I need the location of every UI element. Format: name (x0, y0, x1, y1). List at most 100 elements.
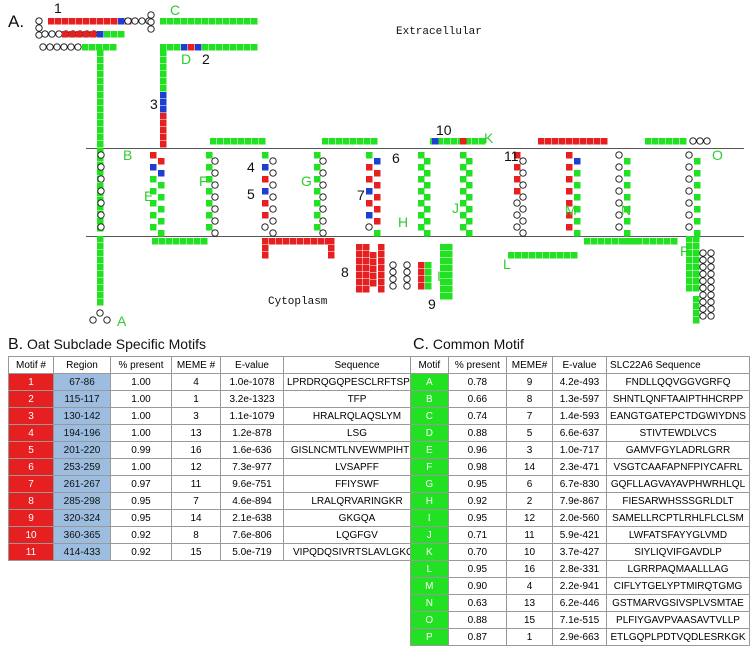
residue-square (574, 194, 581, 201)
table-cell: 2 (506, 492, 553, 510)
table-cell: 0.63 (447, 594, 508, 612)
table-cell: 2.3e-471 (551, 458, 608, 476)
common-letter-p: P (680, 243, 690, 259)
residue-square (694, 182, 701, 189)
residue-square (552, 138, 559, 145)
residue-square (425, 269, 432, 276)
table-cell: GISLNCMTLNVEWMPIHTRA (282, 441, 432, 459)
residue-square (276, 238, 283, 245)
residue-square (680, 138, 687, 145)
residue-circle (615, 187, 623, 195)
table-cell: 6 (506, 475, 553, 493)
table-cell: 16 (171, 441, 221, 459)
residue-square (97, 278, 104, 285)
residue-square (693, 317, 700, 324)
residue-square (370, 266, 377, 273)
table-cell: 0.96 (447, 441, 508, 459)
table-cell: 6.7e-830 (551, 475, 608, 493)
residue-circle (124, 17, 132, 25)
residue-square (166, 238, 173, 245)
residue-square (580, 138, 587, 145)
residue-circle (615, 163, 623, 171)
residue-circle (261, 223, 269, 231)
residue-square (150, 176, 157, 183)
table-cell: 8 (8, 492, 54, 510)
residue-square (210, 138, 217, 145)
residue-square (206, 212, 213, 219)
table-cell: 1 (506, 628, 553, 646)
table-cell: 285-298 (53, 492, 111, 510)
table-cell: 13 (506, 594, 553, 612)
common-letter-l: L (503, 256, 511, 272)
residue-square (328, 238, 335, 245)
residue-circle (699, 249, 707, 257)
residue-square (451, 138, 458, 145)
residue-square (693, 264, 700, 271)
table-cell: 0.92 (110, 526, 172, 544)
table-cell: C (410, 407, 449, 425)
residue-square (262, 188, 269, 195)
table-cell: 115-117 (53, 390, 111, 408)
table-cell: 0.95 (447, 560, 508, 578)
residue-square (314, 212, 321, 219)
residue-square (366, 188, 373, 195)
residue-square (446, 258, 453, 265)
residue-square (181, 44, 188, 51)
residue-square (418, 269, 425, 276)
residue-circle (519, 157, 527, 165)
table-cell: 9.6e-751 (220, 475, 284, 493)
residue-square (328, 252, 335, 259)
residue-square (424, 206, 431, 213)
residue-square (446, 272, 453, 279)
residue-square (150, 224, 157, 231)
residue-square (418, 212, 425, 219)
panel-b-heading: B. Oat Subclade Specific Motifs (8, 336, 206, 354)
residue-circle (699, 270, 707, 278)
residue-square (329, 138, 336, 145)
residue-square (366, 212, 373, 219)
residue-square (252, 138, 259, 145)
table-cell: 15 (506, 611, 553, 629)
residue-square (223, 18, 230, 25)
residue-square (150, 212, 157, 219)
residue-square (363, 272, 370, 279)
residue-square (262, 176, 269, 183)
residue-square (374, 194, 381, 201)
residue-square (466, 218, 473, 225)
table-cell: D (410, 424, 449, 442)
residue-square (181, 18, 188, 25)
residue-square (262, 252, 269, 259)
residue-square (97, 250, 104, 257)
table-cell: 4 (171, 373, 221, 391)
residue-square (188, 44, 195, 51)
residue-square (158, 170, 165, 177)
residue-circle (53, 43, 61, 51)
table-cell: I (410, 509, 449, 527)
table-cell: LQGFGV (282, 526, 432, 544)
residue-circle (519, 205, 527, 213)
residue-square (304, 238, 311, 245)
residue-square (571, 252, 578, 259)
residue-circle (685, 199, 693, 207)
table-cell: 4.2e-493 (551, 373, 608, 391)
residue-square (118, 18, 125, 25)
motif-number-8: 8 (341, 264, 349, 280)
residue-square (104, 31, 111, 38)
residue-square (188, 18, 195, 25)
residue-square (251, 18, 258, 25)
residue-square (366, 176, 373, 183)
residue-square (328, 245, 335, 252)
residue-square (566, 138, 573, 145)
residue-circle (389, 282, 397, 290)
residue-circle (615, 175, 623, 183)
common-letter-j: J (452, 200, 459, 216)
residue-square (111, 18, 118, 25)
residue-square (262, 200, 269, 207)
residue-square (566, 224, 573, 231)
residue-square (160, 127, 167, 134)
motif-number-11: 11 (504, 148, 519, 164)
residue-circle (685, 211, 693, 219)
residue-square (370, 259, 377, 266)
